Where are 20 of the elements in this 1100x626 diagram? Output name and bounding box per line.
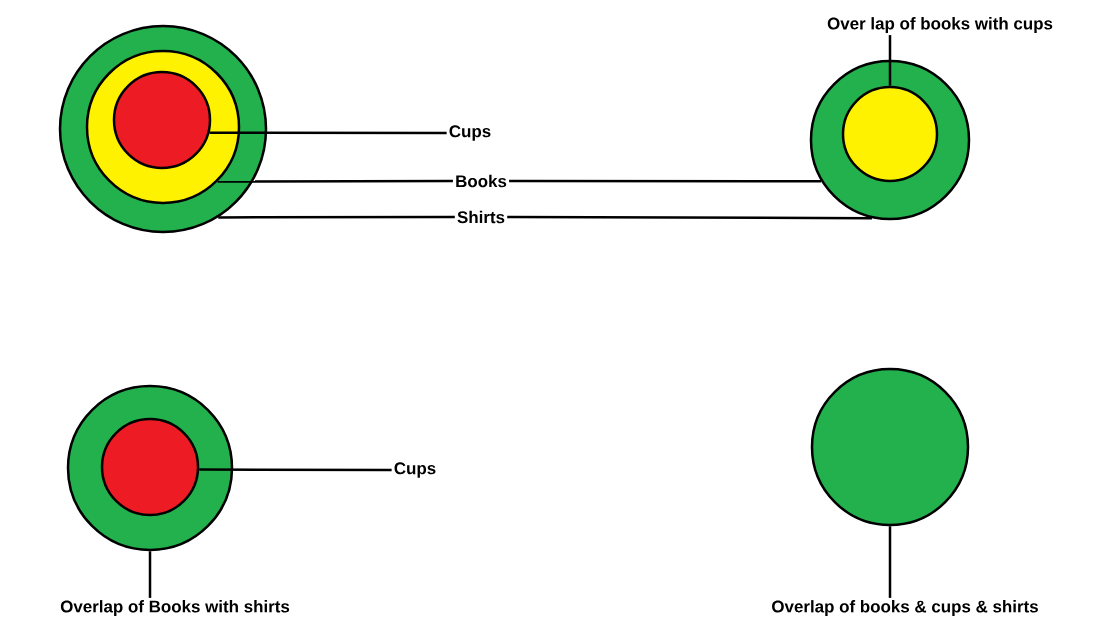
circle <box>100 417 200 517</box>
label-text: Overlap of Books with shirts <box>60 600 290 616</box>
circle <box>810 367 970 527</box>
label-text: Shirts <box>457 210 505 224</box>
leader-line <box>209 131 447 135</box>
leader-line <box>217 179 453 183</box>
leader-line <box>888 526 892 598</box>
leader-line <box>509 179 822 183</box>
label-text: Cups <box>449 125 491 141</box>
leader-line <box>218 215 455 219</box>
circle <box>841 85 939 183</box>
leader-line <box>148 551 152 598</box>
leader-line <box>199 468 392 472</box>
circle <box>112 70 212 170</box>
leader-line <box>507 215 872 220</box>
label-text: Books <box>456 174 507 188</box>
label-text: Overlap of books & cups & shirts <box>772 600 1038 616</box>
leader-line <box>888 35 892 86</box>
label-text: Over lap of books with cups <box>827 17 1053 33</box>
label-text: Cups <box>394 462 436 478</box>
